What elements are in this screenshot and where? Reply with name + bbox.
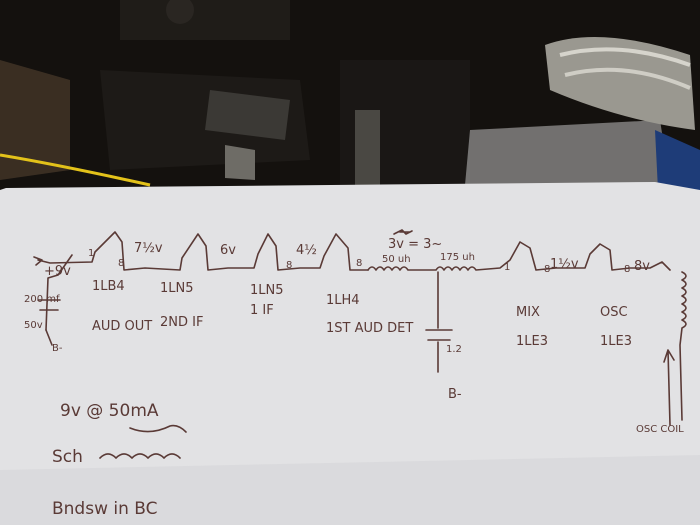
- notes: 9v @ 50mA Sch Bndsw in BC: [52, 401, 187, 519]
- tube-role-2: 2ND IF: [160, 315, 203, 330]
- note-supply: 9v @ 50mA: [60, 401, 159, 421]
- pin-label-8c: 8: [356, 258, 362, 269]
- pin-label-1a: 1: [88, 248, 94, 259]
- cap-value-label: 200 mf: [24, 294, 60, 305]
- note-sch: Sch: [52, 447, 83, 467]
- cap-ground-label: B-: [52, 343, 63, 354]
- pin-label-8e: 8: [624, 264, 630, 275]
- osc-coil-label: OSC COIL: [636, 424, 684, 435]
- tube-role-1: AUD OUT: [92, 319, 152, 334]
- cap-voltage-label: 50v: [24, 320, 43, 331]
- voltage-label-5: 1½v: [550, 257, 579, 272]
- pin-label-1b: 1: [504, 262, 510, 273]
- voltage-label-3: 4½: [296, 243, 317, 258]
- tube-type-3: 1LN5: [250, 283, 284, 298]
- background-clutter: [0, 0, 700, 240]
- tube-role-5: 1LE3: [516, 334, 548, 349]
- tube-role-6: 1LE3: [600, 334, 632, 349]
- voltage-label-4: 3v = 3~: [388, 237, 442, 252]
- tube-type-2: 1LN5: [160, 281, 194, 296]
- choke-label-1: 50 uh: [382, 254, 411, 265]
- tube-type-1: 1LB4: [92, 279, 125, 294]
- schematic-wiring: [33, 229, 687, 426]
- shunt-cap-label: 1.2: [446, 344, 462, 355]
- paper-sheet: [0, 182, 700, 525]
- supply-voltage-label: +9v: [44, 264, 71, 279]
- tube-type-4: 1LH4: [326, 293, 360, 308]
- voltage-label-1: 7½v: [134, 241, 163, 256]
- note-bandswitch: Bndsw in BC: [52, 499, 158, 519]
- tube-role-4: 1ST AUD DET: [326, 321, 413, 336]
- tube-role-3: 1 IF: [250, 303, 274, 318]
- pin-label-8b: 8: [286, 260, 292, 271]
- tube-type-5: MIX: [516, 305, 540, 320]
- ground-label: B-: [448, 387, 462, 402]
- voltage-label-6: 8v: [634, 259, 650, 274]
- voltage-label-2: 6v: [220, 243, 236, 258]
- choke-label-2: 175 uh: [440, 252, 475, 263]
- pin-label-8d: 8: [544, 264, 550, 275]
- tube-type-6: OSC: [600, 305, 628, 320]
- pin-label-8a: 8: [118, 258, 124, 269]
- tube-list: 1LB4 AUD OUT 1LN5 2ND IF 1LN5 1 IF 1LH4 …: [92, 279, 632, 349]
